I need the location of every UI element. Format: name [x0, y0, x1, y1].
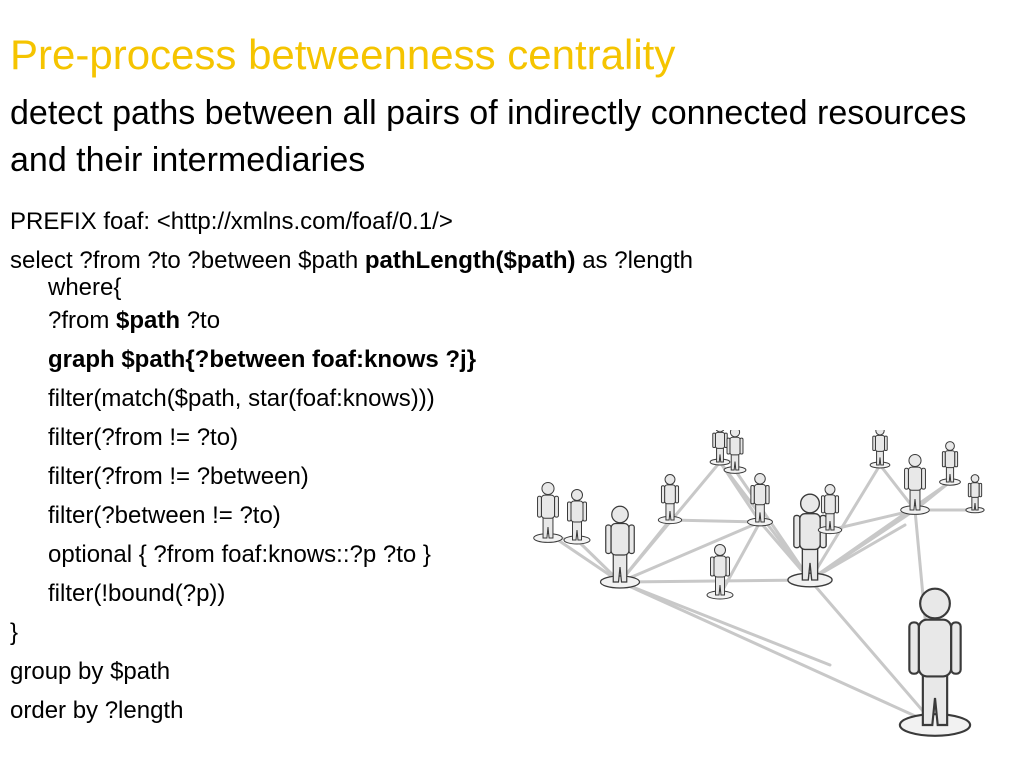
network-links [553, 460, 977, 727]
person-icon [965, 474, 985, 514]
query-filter-between-to: filter(?between != ?to) [48, 502, 281, 529]
slide-title: Pre-process betweenness centrality [10, 31, 676, 78]
query-graph-line: graph $path{?between foaf:knows ?j} [10, 340, 1010, 379]
person-icon [900, 453, 930, 515]
person-icon [869, 430, 891, 469]
query-group-by: group by $path [10, 658, 171, 685]
person-icon [657, 474, 683, 525]
social-network-people-illustration [533, 430, 985, 737]
query-filter-match: filter(match($path, star(foaf:knows))) [48, 385, 435, 412]
query-where-line: where{ [48, 274, 122, 301]
query-select-line: select ?from ?to ?between $path pathLeng… [10, 241, 1010, 301]
select-text-2: as ?length [575, 247, 693, 274]
person-icon [939, 441, 961, 486]
path-var: $path [116, 307, 181, 334]
query-path-line: ?from $path ?to [10, 301, 1010, 340]
person-icon [747, 473, 773, 527]
person-icon [709, 430, 731, 466]
select-pathlength: pathLength($path) [364, 247, 576, 274]
person-icon [563, 489, 591, 545]
person-icon [787, 493, 833, 588]
query-filter-from-between: filter(?from != ?between) [48, 463, 309, 490]
query-order-by: order by ?length [10, 697, 184, 724]
path-to: ?to [180, 307, 221, 334]
people-figures [533, 430, 985, 737]
person-icon [817, 484, 843, 535]
path-from: ?from [48, 307, 117, 334]
slide-subtitle: detect paths between all pairs of indire… [10, 94, 967, 179]
person-icon [898, 587, 972, 737]
sparql-query: PREFIX foaf: <http://xmlns.com/foaf/0.1/… [10, 202, 1010, 730]
query-optional: optional { ?from foaf:knows::?p ?to } [48, 541, 431, 568]
query-filter-bound: filter(!bound(?p)) [48, 580, 226, 607]
person-icon [723, 430, 747, 474]
person-icon [599, 505, 641, 589]
select-text-1: select ?from ?to ?between $path [10, 247, 365, 274]
person-icon [706, 544, 734, 600]
graph-clause: graph $path{?between foaf:knows ?j} [48, 346, 477, 373]
query-filter-from-to: filter(?from != ?to) [48, 424, 239, 451]
person-icon [533, 481, 563, 543]
query-close-brace: } [10, 619, 19, 646]
query-prefix-line: PREFIX foaf: <http://xmlns.com/foaf/0.1/… [10, 208, 453, 235]
